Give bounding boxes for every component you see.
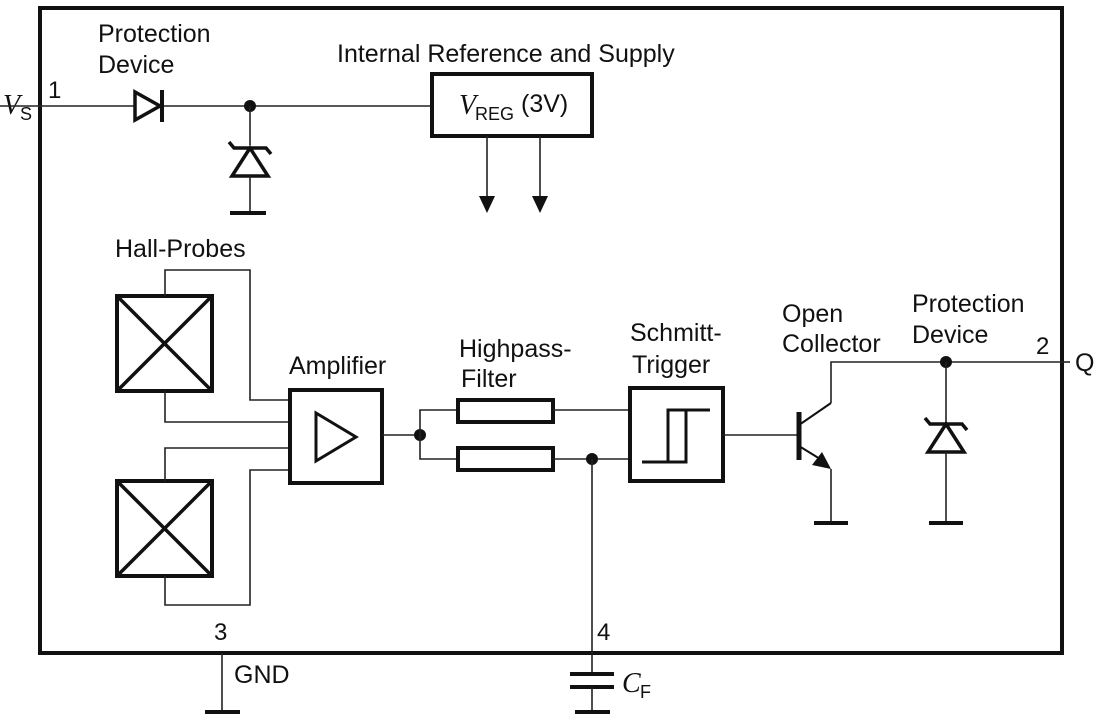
gnd-label: GND — [234, 661, 290, 689]
protection-diode-top — [133, 89, 164, 123]
supply-arrows — [479, 136, 548, 213]
cf-subscript: F — [640, 682, 651, 702]
hall-probe-wiring — [164, 269, 290, 606]
open-collector-line1: Open — [782, 300, 843, 328]
chip-outline — [38, 6, 1064, 655]
pin-2-label: 2 — [1036, 333, 1049, 360]
cf-capacitor — [570, 672, 614, 689]
hall-probe-2 — [115, 479, 214, 578]
protection-device-right-line2: Device — [912, 321, 988, 349]
hall-probes-label: Hall-Probes — [115, 235, 246, 263]
zener-diode-right — [923, 416, 969, 454]
cf-label: C — [622, 668, 641, 699]
npn-transistor — [796, 402, 832, 469]
schmitt-trigger-line1: Schmitt- — [630, 319, 722, 347]
highpass-filter-line1: Highpass- — [459, 335, 572, 363]
vreg-v: V — [459, 90, 479, 121]
protection-device-top-line2: Device — [98, 51, 174, 79]
vreg-subscript: REG — [475, 104, 514, 124]
vreg-box — [430, 72, 594, 138]
hall-probe-1 — [115, 294, 214, 393]
pin-4-label: 4 — [597, 619, 610, 646]
highpass-filter-line2: Filter — [461, 365, 517, 393]
amplifier-symbol — [314, 410, 359, 464]
q-output-label: Q — [1075, 349, 1094, 377]
protection-device-right-line1: Protection — [912, 290, 1025, 318]
highpass-resistor-2 — [456, 446, 555, 472]
vs-subscript: S — [20, 104, 32, 124]
open-collector-line2: Collector — [782, 330, 881, 358]
zener-diode-top — [227, 140, 273, 178]
schmitt-trigger-line2: Trigger — [632, 351, 710, 379]
protection-device-top-line1: Protection — [98, 20, 211, 48]
pin-3-label: 3 — [214, 619, 227, 646]
internal-reference-label: Internal Reference and Supply — [337, 40, 675, 68]
schmitt-trigger-box — [628, 386, 725, 483]
pin-1-label: 1 — [48, 77, 61, 104]
vreg-value: (3V) — [521, 90, 568, 118]
amplifier-label: Amplifier — [289, 352, 386, 380]
hysteresis-symbol — [642, 408, 710, 464]
highpass-resistor-1 — [456, 398, 555, 424]
